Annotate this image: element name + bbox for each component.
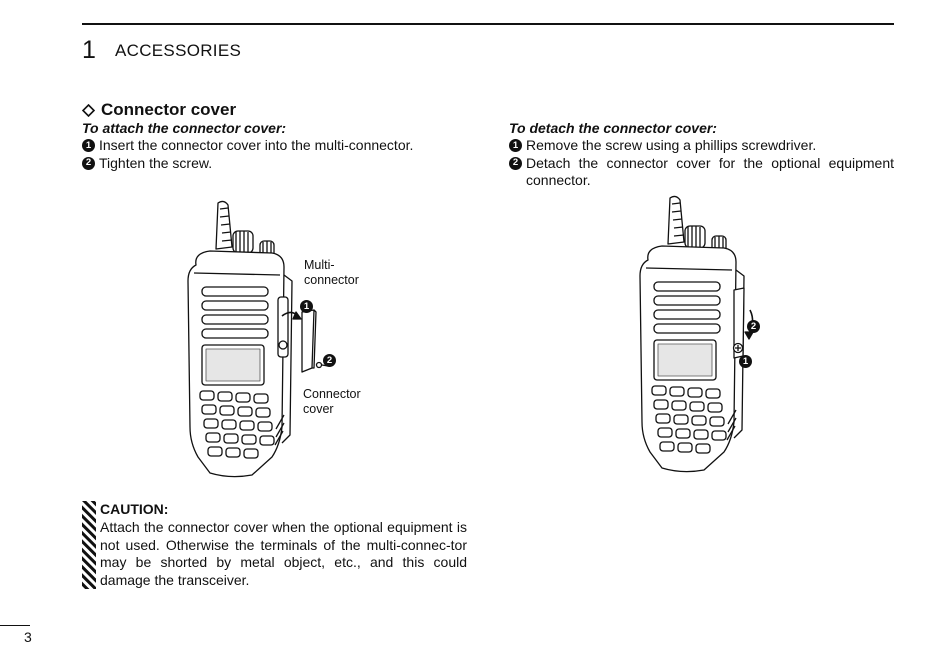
figure-marker-2: 2: [747, 320, 760, 333]
caution-hatch-icon: [82, 501, 96, 589]
detach-heading: To detach the connector cover:: [509, 120, 717, 136]
detach-step-2: 2 Detach the connector cover for the opt…: [509, 155, 894, 190]
step-number-badge: 1: [82, 139, 95, 152]
figure-marker-1: 1: [739, 355, 752, 368]
footer-rule: [0, 625, 30, 626]
diamond-icon: [82, 103, 95, 117]
page-number: 3: [24, 629, 32, 645]
step-number-badge: 2: [82, 156, 95, 170]
detach-step-1: 1 Remove the screw using a phillips scre…: [509, 137, 894, 155]
multi-connector-label: Multi- connector: [304, 258, 359, 287]
attach-step-1: 1 Insert the connector cover into the mu…: [82, 137, 462, 155]
section-heading: Connector cover: [82, 100, 236, 120]
detach-instructions: To detach the connector cover: 1 Remove …: [509, 120, 894, 190]
radio-attach-illustration: [187, 200, 293, 478]
radio-detach-illustration: [639, 195, 754, 473]
step-text: Tighten the screw.: [99, 154, 213, 171]
step-text: Insert the connector cover into the mult…: [99, 137, 414, 153]
attach-instructions: To attach the connector cover: 1 Insert …: [82, 120, 462, 172]
step-text: Remove the screw using a phillips screwd…: [526, 137, 817, 153]
connector-cover-label: Connector cover: [303, 387, 361, 416]
attach-heading: To attach the connector cover:: [82, 120, 287, 136]
figure-marker-1: 1: [300, 300, 313, 313]
caution-title: CAUTION:: [100, 501, 169, 517]
caution-text: Attach the connector cover when the opti…: [100, 519, 467, 589]
chapter-title: ACCESSORIES: [115, 41, 242, 60]
chapter-number: 1: [82, 36, 96, 64]
figure-marker-2: 2: [323, 354, 336, 367]
header-rule: [82, 23, 894, 25]
step-number-badge: 2: [509, 156, 522, 170]
step-number-badge: 1: [509, 139, 522, 152]
step-text: Detach the connector cover for the optio…: [526, 154, 894, 189]
attach-step-2: 2 Tighten the screw.: [82, 155, 462, 173]
section-title: Connector cover: [101, 100, 237, 119]
